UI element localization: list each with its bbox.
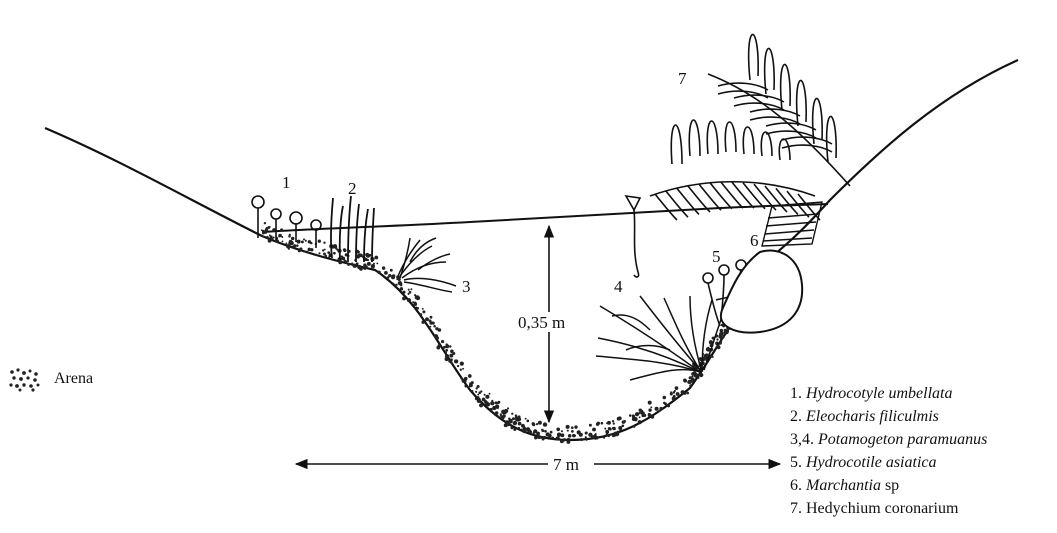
plant-hedychium-coronarium — [650, 34, 850, 220]
legend-item-number: 2. — [790, 408, 806, 425]
stake-marker — [626, 196, 640, 277]
legend-item: 7. Hedychium coronarium — [790, 497, 987, 520]
legend-item-number: 3,4. — [790, 431, 818, 448]
legend-item-number: 6. — [790, 477, 806, 494]
sand-key-label: Arena — [54, 370, 93, 388]
legend-item: 6. Marchantia sp — [790, 474, 987, 497]
sand-swatch-icon — [8, 366, 42, 392]
label-1: 1 — [282, 173, 291, 192]
legend-item-suffix: sp — [881, 477, 899, 494]
plant-potamogeton-4 — [596, 296, 726, 380]
legend-item: 1. Hydrocotyle umbellata — [790, 382, 987, 405]
legend-item: 5. Hydrocotile asiatica — [790, 451, 987, 474]
label-5: 5 — [712, 247, 721, 266]
depth-label: 0,35 m — [518, 313, 565, 332]
plant-potamogeton-3 — [398, 238, 456, 292]
label-7: 7 — [678, 69, 687, 88]
label-4: 4 — [614, 277, 623, 296]
legend-item: 3,4. Potamogeton paramuanus — [790, 428, 987, 451]
legend-item-number: 7. Hedychium coronarium — [790, 500, 958, 517]
label-6: 6 — [750, 231, 759, 250]
water-surface-line — [262, 204, 828, 232]
label-2: 2 — [348, 179, 357, 198]
rock — [721, 250, 802, 332]
legend-item-number: 5. — [790, 454, 806, 471]
width-label: 7 m — [553, 455, 579, 474]
legend-item-species: Hydrocotyle umbellata — [806, 385, 952, 402]
legend-item-species: Hydrocotile asiatica — [806, 454, 937, 471]
legend-item-species: Eleocharis filiculmis — [806, 408, 939, 425]
legend-item-species: Marchantia — [806, 477, 881, 494]
sand-key: Arena — [8, 366, 93, 392]
plant-hydrocotyle-umbellata — [252, 196, 321, 248]
legend-item-species: Potamogeton paramuanus — [818, 431, 987, 448]
label-3: 3 — [462, 277, 471, 296]
legend-item: 2. Eleocharis filiculmis — [790, 405, 987, 428]
legend-item-number: 1. — [790, 385, 806, 402]
